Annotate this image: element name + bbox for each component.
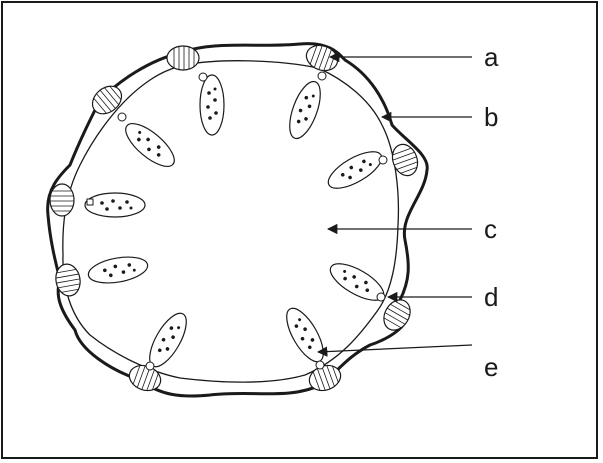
- nucleus: [85, 193, 145, 217]
- nucleus: [119, 117, 180, 174]
- pore: [118, 113, 126, 121]
- pore: [379, 156, 387, 164]
- pore: [87, 199, 93, 205]
- nucleus: [283, 78, 326, 143]
- nucleus: [280, 303, 331, 367]
- pore: [146, 362, 154, 370]
- label-e: e: [484, 352, 498, 382]
- label-b: b: [484, 102, 498, 132]
- pore: [377, 293, 385, 301]
- leader-arrow-e: [318, 345, 472, 352]
- striated-lobe: [379, 295, 416, 335]
- nucleus: [323, 145, 387, 196]
- pore: [318, 72, 326, 80]
- striated-lobe: [303, 41, 341, 74]
- pore: [316, 361, 324, 369]
- striated-lobe: [388, 141, 421, 179]
- striated-lobe: [167, 46, 199, 70]
- label-c: c: [484, 214, 497, 244]
- nucleus: [200, 75, 224, 135]
- label-a: a: [484, 42, 499, 72]
- pore: [199, 73, 207, 81]
- label-d: d: [484, 282, 498, 312]
- striated-lobe: [50, 184, 74, 216]
- nucleus: [86, 253, 149, 287]
